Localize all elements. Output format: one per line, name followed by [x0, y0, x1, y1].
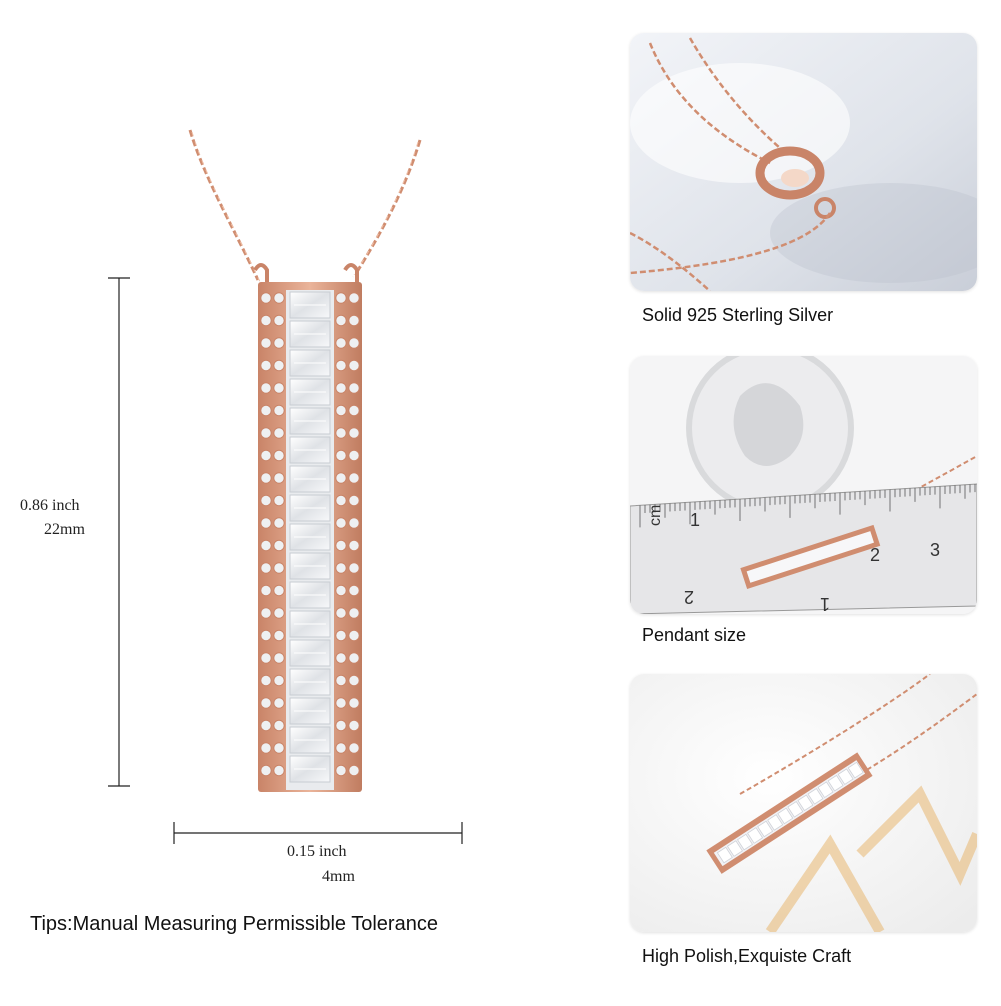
chain: [188, 129, 422, 290]
svg-text:1: 1: [690, 510, 700, 530]
width-dimension-line: [173, 822, 463, 844]
width-mm-label: 4mm: [322, 868, 355, 885]
size-photo: cm 2 3 1 2 1: [630, 356, 977, 614]
polish-detail-image: [630, 674, 977, 932]
pendant-illustration: [108, 129, 463, 844]
svg-text:cm: cm: [647, 505, 664, 526]
tolerance-tip: Tips:Manual Measuring Permissible Tolera…: [30, 913, 438, 935]
svg-text:3: 3: [930, 540, 940, 560]
svg-text:2: 2: [870, 545, 880, 565]
coin: [686, 356, 854, 512]
clasp-photo: [630, 33, 977, 291]
svg-text:1: 1: [820, 594, 830, 614]
svg-text:2: 2: [684, 587, 694, 607]
width-inch-label: 0.15 inch: [287, 843, 347, 860]
polish-photo: [630, 674, 977, 932]
height-inch-label: 0.86 inch: [20, 497, 80, 514]
height-dimension-line: [108, 277, 130, 787]
polish-caption: High Polish,Exquiste Craft: [642, 946, 852, 966]
height-mm-label: 22mm: [44, 521, 85, 538]
pendant-size-image: cm 2 3 1 2 1: [630, 356, 977, 614]
main-product-view: 0.86 inch 22mm 0.15 inch 4mm: [20, 129, 463, 885]
size-caption: Pendant size: [642, 625, 747, 645]
clasp-detail-image: [630, 33, 977, 291]
pendant-bar: [258, 282, 362, 792]
clasp-caption: Solid 925 Sterling Silver: [642, 305, 834, 325]
